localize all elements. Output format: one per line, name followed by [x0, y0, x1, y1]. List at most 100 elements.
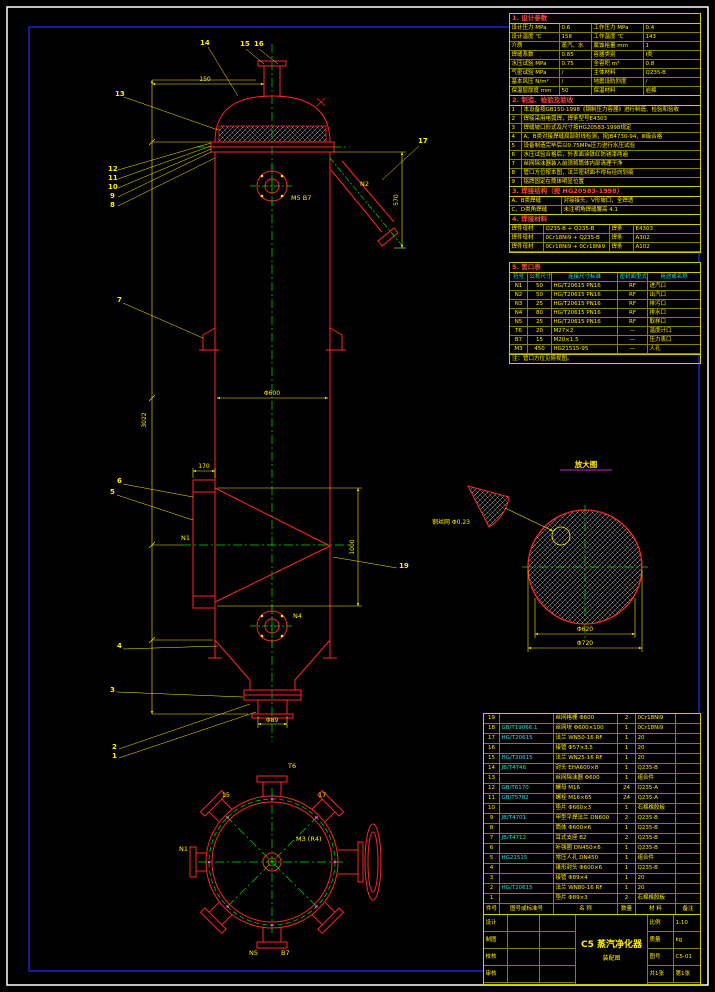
table-cell: 管口方位按本图，法兰密封面不得有径向划痕 [522, 169, 700, 178]
table-cell: 出汽口 [648, 291, 700, 300]
table-cell: 1 [618, 824, 636, 834]
table-cell: N2 [510, 291, 528, 300]
table-cell: 25 [528, 300, 552, 309]
table-cell: JB/T4746 [500, 764, 554, 774]
table-cell: GB/T5782 [500, 794, 554, 804]
table-cell: 符号 [510, 273, 528, 282]
table-cell: 158 [560, 33, 592, 42]
label-n2: N2 [360, 180, 369, 188]
table-cell: E4303 [634, 225, 700, 234]
table-cell: 比例 [648, 915, 674, 932]
table-cell: GB/T19066.1 [500, 724, 554, 734]
table-cell: HG/T20615 [500, 754, 554, 764]
table-cell: 制图 [484, 932, 508, 949]
table-cell: 锥形封头 Φ600×6 [554, 864, 618, 874]
table-cell: 气密试验 MPa [510, 69, 560, 78]
table-cell: 焊接采用电弧焊，焊条型号E4303 [522, 115, 700, 124]
detail-title: 放大图 [574, 459, 598, 469]
label-n5: N5 [249, 949, 258, 957]
table-cell: 组合件 [636, 774, 676, 784]
table-cell: 腐蚀裕量 mm [592, 42, 644, 51]
table-cell: 1 [618, 884, 636, 894]
table-cell: 焊件母材 [510, 225, 544, 234]
table-cell: 6 [484, 844, 500, 854]
table-cell: 封头 EHA600×8 [554, 764, 618, 774]
table-cell: 垫片 Φ89×3 [554, 894, 618, 904]
table-cell: 0Cr18Ni9 + Q235-B [544, 234, 610, 243]
table-cell: 焊条 [610, 225, 634, 234]
table-cell: 7 [510, 160, 522, 169]
callout-2: 2 [112, 743, 117, 751]
table-cell: 丝网除沫器装入前须将筒体内部清理干净 [522, 160, 700, 169]
table-cell: 人孔 [648, 345, 700, 354]
table-cell: 1 [618, 854, 636, 864]
detail-view: 放大图 钢丝网 Φ0.23 Φ620 Φ720 [432, 459, 648, 652]
table-cell [676, 864, 700, 874]
internal-baffle [214, 487, 331, 547]
table-cell: 螺母 M16 [554, 784, 618, 794]
label-b7: B7 [281, 949, 290, 957]
table-cell: 20 [636, 744, 676, 754]
callout-16: 16 [254, 40, 264, 48]
table-cell: 焊条 [610, 243, 634, 252]
table-cell: 地震设防烈度 [592, 78, 644, 87]
plan-nozzle-left [189, 846, 206, 878]
label-m3: M3 (R4) [296, 835, 322, 843]
table-cell: 1 [618, 804, 636, 814]
plan-centerlines [198, 788, 346, 936]
table-row: 制图 [484, 932, 575, 949]
dim-phi600: Φ600 [264, 390, 280, 397]
table-cell: / [644, 78, 700, 87]
table-cell: 校核 [484, 949, 508, 966]
table-cell: RF [618, 318, 648, 327]
table-cell [676, 894, 700, 904]
table-cell: 15 [528, 336, 552, 345]
table-cell: 1 [618, 764, 636, 774]
table-cell: 3 [510, 124, 522, 133]
table-cell: 0.75 [560, 60, 592, 69]
table-cell: 用途或名称 [648, 273, 700, 282]
nozzle-note: 注：管口方位见俯视图。 [509, 355, 701, 364]
table-cell: 共1张 [648, 966, 674, 983]
table-cell: 50 [528, 282, 552, 291]
table-cell: Ⅰ类 [644, 51, 700, 60]
manhole [192, 479, 331, 609]
drawing-subtitle: 装配图 [602, 955, 621, 962]
table-cell: 19 [484, 714, 500, 724]
table-cell: 水压试验合格后，外表面涂铁红防锈漆两遍 [522, 151, 700, 160]
table-cell: 18 [484, 724, 500, 734]
callout-7: 7 [117, 296, 122, 304]
table-cell: 石棉橡胶板 [636, 894, 676, 904]
table-cell: HG/T20615 PN16 [552, 309, 618, 318]
callout-14: 14 [200, 39, 210, 47]
label-m5: M5 B7 [291, 194, 311, 202]
callout-5: 5 [110, 488, 115, 496]
table-cell: 20 [636, 754, 676, 764]
dim-1000: 1000 [349, 539, 356, 554]
table-cell [508, 932, 540, 949]
callout-15: 15 [240, 40, 250, 48]
detail-ref-circle [551, 526, 571, 546]
table-cell: 11 [484, 794, 500, 804]
table-cell: — [618, 345, 648, 354]
table-cell: 丝网格栅 Φ600 [554, 714, 618, 724]
label-p17: 17 [318, 791, 326, 799]
table-cell: 1 [618, 864, 636, 874]
table-cell: 补强圈 DN450×6 [554, 844, 618, 854]
